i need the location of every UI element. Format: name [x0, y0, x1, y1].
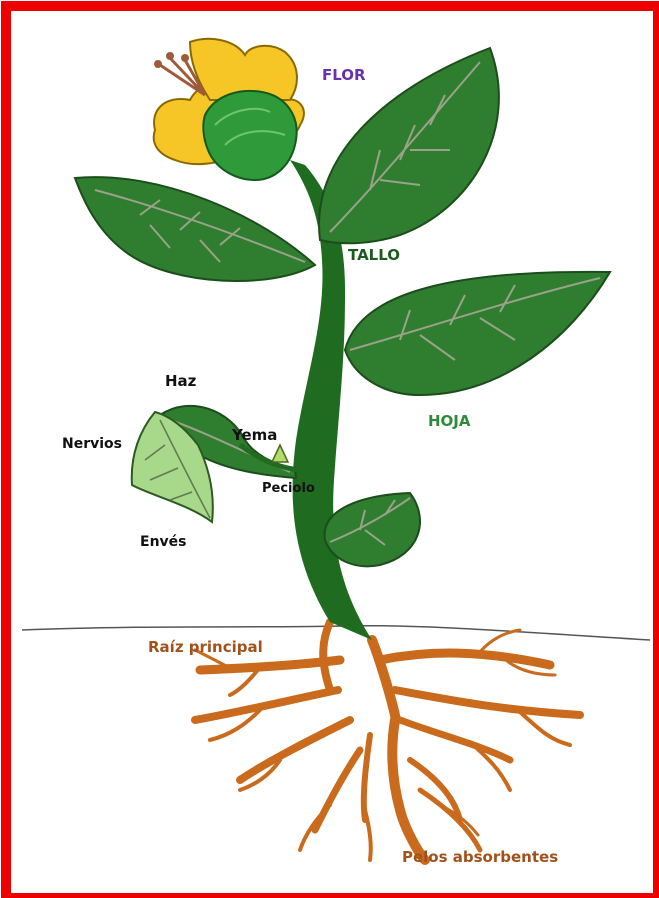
- label-peciolo: Peciolo: [262, 481, 315, 496]
- label-haz: Haz: [165, 372, 197, 390]
- root-system: [195, 622, 580, 860]
- label-pelos-absorbentes: Pelos absorbentes: [402, 848, 558, 866]
- leaf-middle-right: [345, 272, 610, 395]
- label-enves: Envés: [140, 534, 186, 550]
- label-nervios: Nervios: [62, 436, 122, 452]
- leaf-upper-left: [75, 177, 315, 281]
- flower: [154, 39, 304, 180]
- label-tallo: TALLO: [348, 246, 400, 264]
- label-hoja: HOJA: [428, 412, 471, 430]
- ground-line: [22, 626, 650, 640]
- label-yema: Yema: [231, 426, 277, 444]
- label-flor: FLOR: [322, 66, 366, 84]
- bud-yema: [272, 445, 288, 462]
- label-raiz-principal: Raíz principal: [148, 638, 263, 656]
- leaf-lower-right: [325, 493, 420, 566]
